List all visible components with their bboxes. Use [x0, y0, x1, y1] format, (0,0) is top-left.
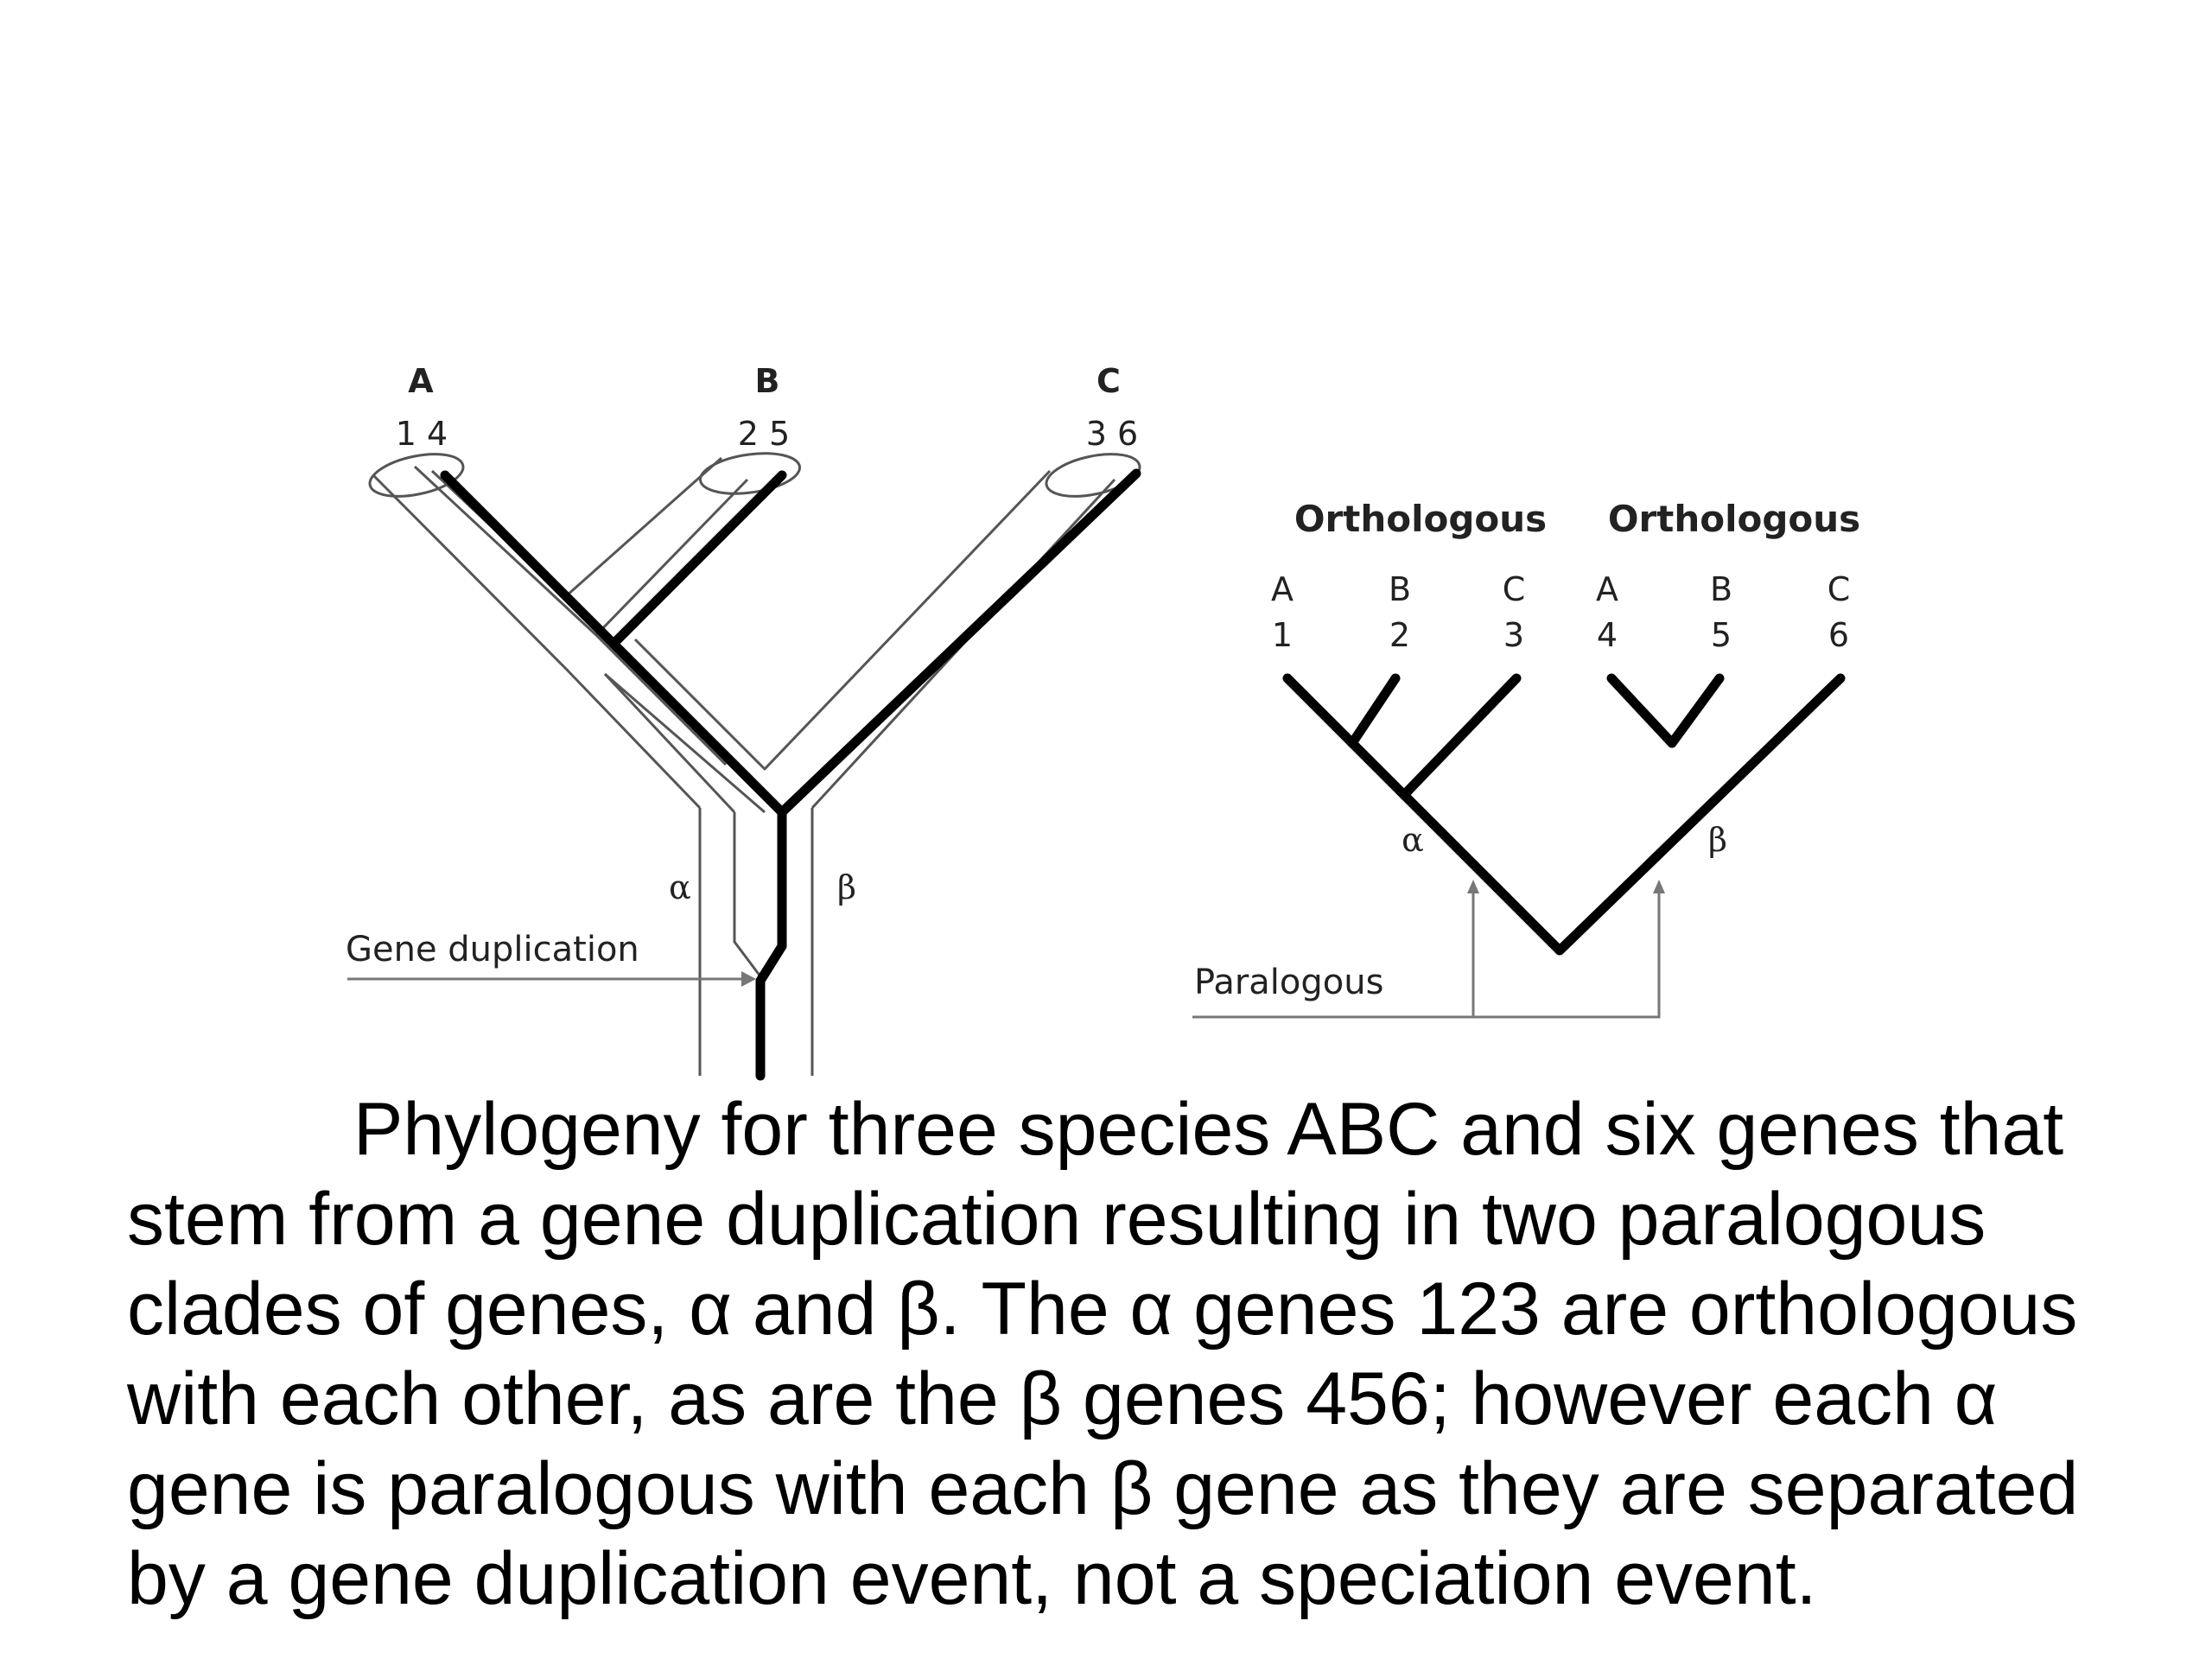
tip-gene-1: 1: [1272, 616, 1293, 654]
tip-species-1: A: [1271, 570, 1294, 608]
species-label-c: C: [1096, 362, 1121, 400]
gene-label-1-4: 1 4: [396, 415, 448, 453]
alpha-label-left: α: [669, 868, 691, 906]
tip-gene-5: 5: [1711, 616, 1732, 654]
tip-gene-4: 4: [1597, 616, 1618, 654]
tip-species-3: C: [1503, 570, 1526, 608]
gene-duplication-label: Gene duplication: [346, 930, 639, 969]
gene-label-2-5: 2 5: [738, 415, 790, 453]
cladogram-branches: [1282, 673, 1846, 956]
tip-gene-2: 2: [1389, 616, 1410, 654]
pointer-arrowhead-icon: [741, 971, 756, 987]
gene-lineage-beta: [440, 468, 1141, 1081]
species-label-a: A: [408, 362, 434, 400]
tip-gene-6: 6: [1828, 616, 1849, 654]
species-tree-outline: [368, 452, 1141, 1076]
orthologous-heading-beta: Orthologous: [1608, 498, 1860, 540]
tip-species-5: B: [1710, 570, 1732, 608]
tip-species-2: B: [1389, 570, 1411, 608]
figure-caption: Phylogeny for three species ABC and six …: [127, 1088, 2079, 1620]
orthologous-heading-alpha: Orthologous: [1294, 498, 1547, 540]
tip-gene-3: 3: [1503, 616, 1524, 654]
tip-species-4: A: [1596, 570, 1618, 608]
gene-tree-within-species-tree: A B C 1 4 2 5 3 6 α β Gene duplication: [346, 362, 1141, 1081]
tip-species-6: C: [1827, 570, 1851, 608]
paralogous-label: Paralogous: [1194, 963, 1383, 1002]
beta-label-right: β: [1708, 821, 1727, 859]
paralogous-bracket: [1192, 880, 1665, 1019]
alpha-label-right: α: [1402, 821, 1424, 859]
paralogous-arrowhead-alpha-icon: [1467, 880, 1479, 893]
phylogeny-diagram: A B C 1 4 2 5 3 6 α β Gene duplication O…: [346, 362, 1860, 1081]
paralogous-arrowhead-beta-icon: [1653, 880, 1665, 893]
beta-label-left: β: [837, 868, 856, 906]
species-label-b: B: [755, 362, 780, 400]
gene-cladogram: Orthologous Orthologous A B C A B C 1 2 …: [1192, 498, 1860, 1019]
gene-label-3-6: 3 6: [1086, 415, 1138, 453]
